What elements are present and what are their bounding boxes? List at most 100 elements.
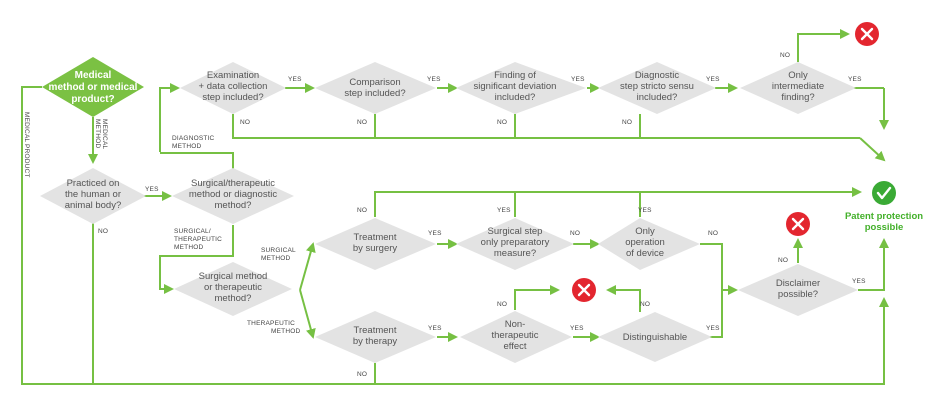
edge-surgical-therapeutic xyxy=(159,225,234,294)
label-surg-ther-3: METHOD xyxy=(174,244,203,251)
label-therapeutic-method-2: METHOD xyxy=(271,328,300,335)
label-exam-yes: YES xyxy=(288,76,302,83)
surg-or-diag-line-3: method? xyxy=(215,200,252,211)
label-finding-yes: YES xyxy=(571,76,585,83)
label-diagnostic-yes: YES xyxy=(706,76,720,83)
label-comparison-yes: YES xyxy=(427,76,441,83)
decision-non-therapeutic: Non- therapeutic effect xyxy=(460,311,572,363)
label-disclaimer-no: NO xyxy=(778,257,788,264)
decision-intermediate: Only intermediate finding? xyxy=(740,62,856,114)
decision-surg-or-ther: Surgical method or therapeutic method? xyxy=(174,262,292,316)
examination-line-3: step included? xyxy=(202,92,263,103)
decision-only-operation: Only operation of device xyxy=(598,218,700,270)
diagnostic-step-line-2: step stricto sensu xyxy=(620,81,694,92)
edge-start-to-examination xyxy=(159,83,180,152)
non-therapeutic-line-1: Non- xyxy=(505,319,526,330)
label-diagnostic-no: NO xyxy=(622,119,632,126)
label-diagnostic-method-2: METHOD xyxy=(172,143,201,150)
disclaimer-line-1: Disclaimer xyxy=(776,278,820,289)
label-only-operation-no: NO xyxy=(708,230,718,237)
surg-or-ther-line-2: or therapeutic xyxy=(204,282,262,293)
finding-line-3: included? xyxy=(495,92,536,103)
intermediate-line-3: finding? xyxy=(781,92,814,103)
label-medical-method-1: MEDICAL xyxy=(101,119,108,149)
practiced-line-2: the human or xyxy=(65,189,121,200)
label-therapeutic-method-1: THERAPEUTIC xyxy=(247,320,295,327)
intermediate-line-1: Only xyxy=(788,70,808,81)
examination-line-1: Examination xyxy=(207,70,259,81)
diagnostic-step-line-1: Diagnostic xyxy=(635,70,680,81)
comparison-line-2: step included? xyxy=(344,88,405,99)
start-node-line-3: product? xyxy=(71,94,114,105)
label-intermediate-no: NO xyxy=(780,52,790,59)
edge-collector-to-patent xyxy=(859,137,886,162)
label-intermediate-yes: YES xyxy=(848,76,862,83)
label-surgery-no: NO xyxy=(357,207,367,214)
only-operation-line-2: operation xyxy=(625,237,665,248)
label-practiced-no: NO xyxy=(98,228,108,235)
label-exam-no: NO xyxy=(240,119,250,126)
edge-diagnostic-method xyxy=(160,152,234,170)
label-surgery-yes: YES xyxy=(428,230,442,237)
only-operation-line-3: of device xyxy=(626,248,664,259)
label-distinguishable-no: NO xyxy=(640,301,650,308)
surg-or-diag-line-2: method or diagnostic xyxy=(189,189,277,200)
decision-examination: Examination + data collection step inclu… xyxy=(180,62,286,114)
start-node-line-1: Medical xyxy=(75,70,112,81)
edge-labels: YES YES YES YES YES NO NO NO NO NO YES N… xyxy=(23,52,866,378)
treat-surgery-line-1: Treatment xyxy=(354,232,397,243)
label-medical-method-2: METHOD xyxy=(94,119,101,148)
edge-surgery-no xyxy=(374,187,862,217)
label-disclaimer-yes: YES xyxy=(852,278,866,285)
surgical-step-line-1: Surgical step xyxy=(488,226,543,237)
edge-therapeutic-method xyxy=(299,289,316,339)
disclaimer-line-2: possible? xyxy=(778,289,818,300)
surg-or-ther-line-3: method? xyxy=(215,293,252,304)
start-node-line-2: method or medical xyxy=(49,82,138,93)
edge-distinguishable-no xyxy=(606,285,641,312)
comparison-line-1: Comparison xyxy=(349,77,400,88)
decision-surg-or-diag: Surgical/therapeutic method or diagnosti… xyxy=(172,168,294,224)
edge-medical-product xyxy=(21,86,889,385)
label-surgical-step-yes: YES xyxy=(497,207,511,214)
treat-therapy-line-2: by therapy xyxy=(353,336,398,347)
surgical-step-line-2: only preparatory xyxy=(481,237,550,248)
non-therapeutic-line-3: effect xyxy=(503,341,526,352)
non-therapeutic-line-2: therapeutic xyxy=(491,330,538,341)
label-therapy-no: NO xyxy=(357,371,367,378)
finding-line-2: significant deviation xyxy=(474,81,557,92)
surg-or-diag-line-1: Surgical/therapeutic xyxy=(191,178,275,189)
decision-surgical-step: Surgical step only preparatory measure? xyxy=(456,218,574,270)
decision-distinguishable: Distinguishable xyxy=(598,312,712,362)
label-therapy-yes: YES xyxy=(428,325,442,332)
only-operation-line-1: Only xyxy=(635,226,655,237)
x-circle-icon xyxy=(572,278,596,302)
label-non-therapeutic-no: NO xyxy=(497,301,507,308)
examination-line-2: + data collection xyxy=(199,81,268,92)
label-surgical-step-no: NO xyxy=(570,230,580,237)
label-finding-no: NO xyxy=(497,119,507,126)
treat-therapy-line-1: Treatment xyxy=(354,325,397,336)
edge-only-operation-no xyxy=(700,243,738,295)
label-non-therapeutic-yes: YES xyxy=(570,325,584,332)
patent-outcome-line-2: possible xyxy=(865,222,904,233)
distinguishable-line-1: Distinguishable xyxy=(623,332,687,343)
label-surg-ther-1: SURGICAL/ xyxy=(174,228,211,235)
label-surgical-method-2: METHOD xyxy=(261,255,290,262)
diagnostic-step-line-3: included? xyxy=(637,92,678,103)
label-surgical-method-1: SURGICAL xyxy=(261,247,296,254)
decision-treat-surgery: Treatment by surgery xyxy=(315,218,436,270)
label-practiced-yes: YES xyxy=(145,186,159,193)
decision-practiced: Practiced on the human or animal body? xyxy=(40,168,146,224)
practiced-line-1: Practiced on xyxy=(67,178,120,189)
decision-finding: Finding of significant deviation include… xyxy=(456,62,586,114)
label-comparison-no: NO xyxy=(357,119,367,126)
x-circle-icon xyxy=(786,212,810,236)
intermediate-line-2: intermediate xyxy=(772,81,824,92)
label-diagnostic-method-1: DIAGNOSTIC xyxy=(172,135,215,142)
edge-non-therapeutic-no xyxy=(514,285,560,310)
surgical-step-line-3: measure? xyxy=(494,248,536,259)
edge-disclaimer-yes xyxy=(858,238,889,291)
